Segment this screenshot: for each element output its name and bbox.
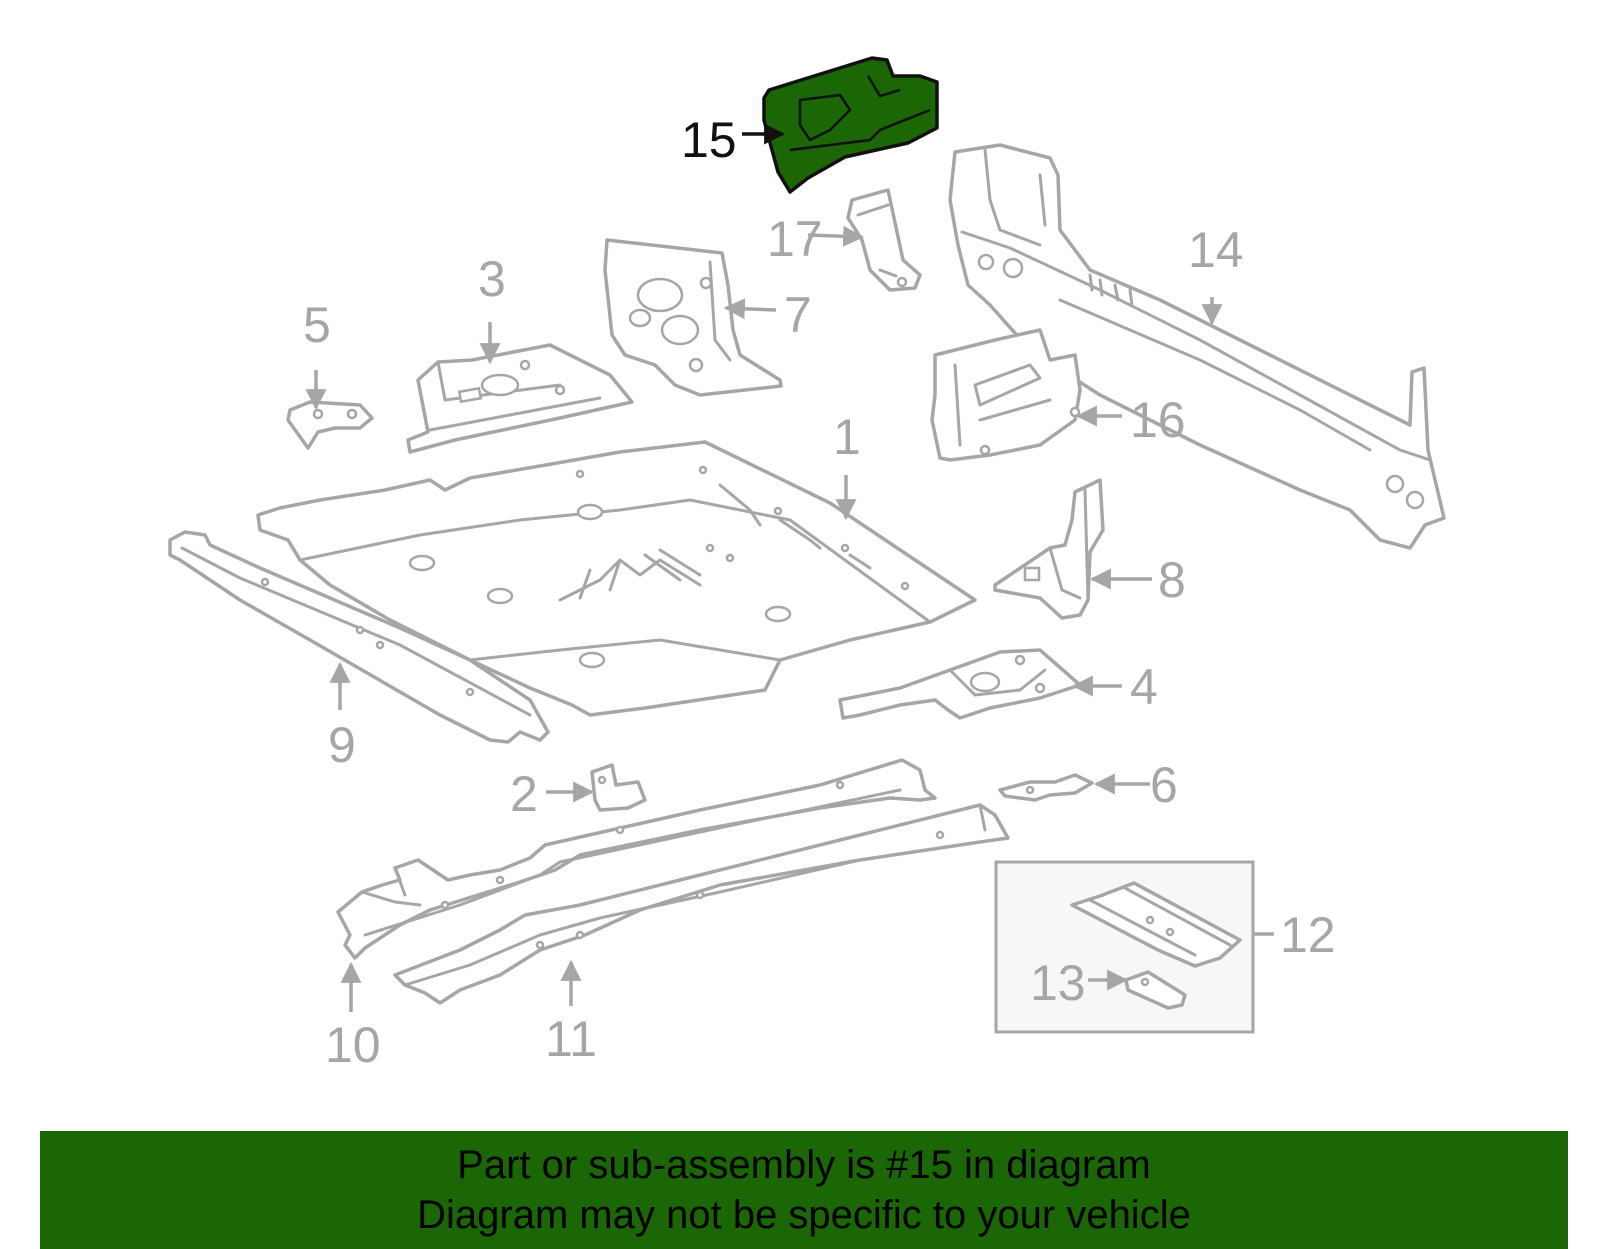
callout-3: 3 [478, 251, 506, 307]
part-10[interactable] [336, 758, 937, 960]
part-6[interactable] [998, 773, 1094, 802]
part-15-highlighted[interactable] [762, 56, 939, 194]
part-2[interactable] [590, 763, 647, 812]
part-17[interactable] [846, 188, 922, 292]
callout-9: 9 [328, 717, 356, 773]
part-3[interactable] [406, 343, 634, 454]
part-14[interactable] [948, 143, 1446, 550]
leader-lines [305, 123, 1274, 1012]
callout-14: 14 [1188, 222, 1244, 278]
callout-16: 16 [1130, 392, 1186, 448]
callout-8: 8 [1158, 552, 1186, 608]
info-banner: Part or sub-assembly is #15 in diagram D… [40, 1131, 1568, 1249]
callout-12: 12 [1280, 907, 1336, 963]
parts-diagram: 15 17 14 3 7 5 16 1 8 4 9 2 6 12 13 10 1… [168, 56, 1446, 1073]
part-4[interactable] [838, 648, 1082, 720]
callout-labels: 15 17 14 3 7 5 16 1 8 4 9 2 6 12 13 10 1… [303, 112, 1336, 1073]
callout-13: 13 [1030, 955, 1086, 1011]
part-7[interactable] [603, 238, 783, 397]
callout-4: 4 [1130, 659, 1158, 715]
banner-line-part: Part or sub-assembly is #15 in diagram [457, 1143, 1151, 1187]
part-9[interactable] [168, 530, 550, 744]
callout-17: 17 [767, 211, 823, 267]
callout-11: 11 [545, 1011, 597, 1067]
banner-line-disclaimer: Diagram may not be specific to your vehi… [417, 1193, 1191, 1237]
part-16[interactable] [930, 328, 1082, 462]
callout-1: 1 [833, 409, 861, 465]
part-5[interactable] [286, 400, 374, 450]
part-1[interactable] [256, 440, 977, 717]
callout-5: 5 [303, 297, 331, 353]
part-8[interactable] [993, 478, 1105, 620]
callout-2: 2 [510, 766, 538, 822]
callout-10: 10 [325, 1017, 381, 1073]
part-12[interactable] [1070, 881, 1242, 968]
callout-15: 15 [681, 112, 737, 168]
callout-6: 6 [1150, 757, 1178, 813]
callout-7: 7 [784, 287, 812, 343]
part-11[interactable] [393, 803, 1010, 1005]
